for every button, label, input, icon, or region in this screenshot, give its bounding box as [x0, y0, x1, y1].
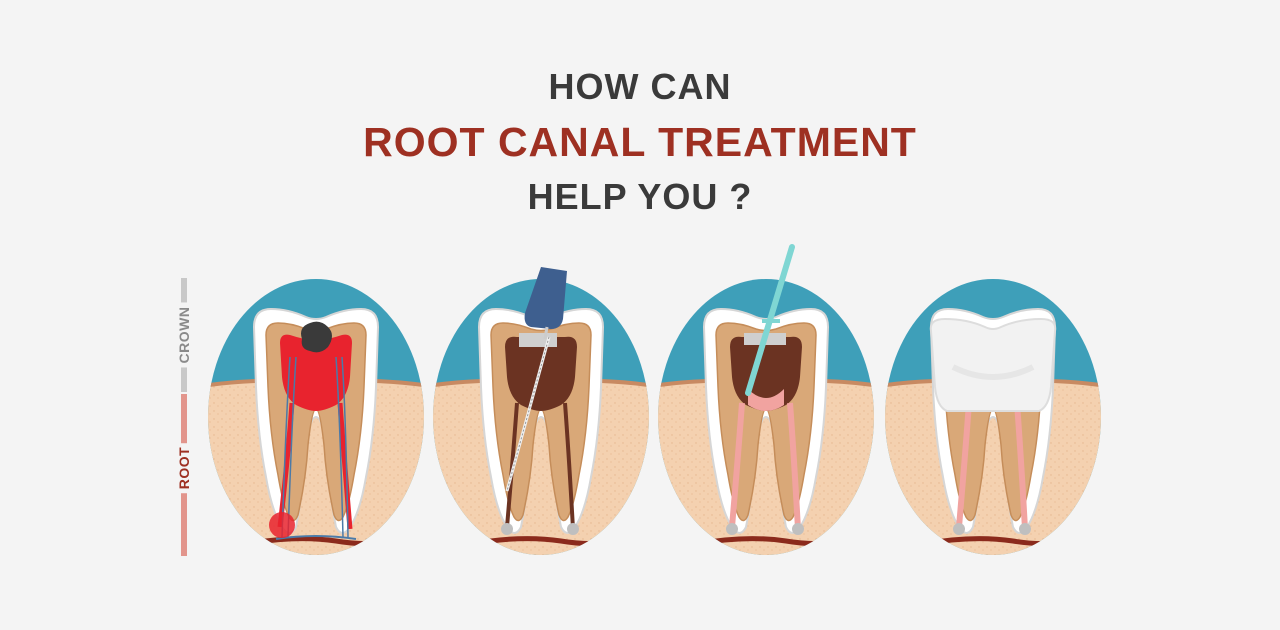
stage-pulp-removal	[421, 267, 661, 567]
stage-crown-restored	[873, 267, 1113, 567]
page-title: HOW CAN ROOT CANAL TREATMENT HELP YOU ?	[0, 60, 1280, 224]
title-line-2: ROOT CANAL TREATMENT	[363, 119, 917, 165]
crown-root-scale: CROWN ROOT	[174, 278, 194, 556]
stage-canal-filling	[646, 244, 886, 567]
stage-infected-tooth	[196, 267, 436, 567]
title-line-3: HELP YOU ?	[527, 176, 753, 217]
title-line-1: HOW CAN	[548, 66, 732, 107]
